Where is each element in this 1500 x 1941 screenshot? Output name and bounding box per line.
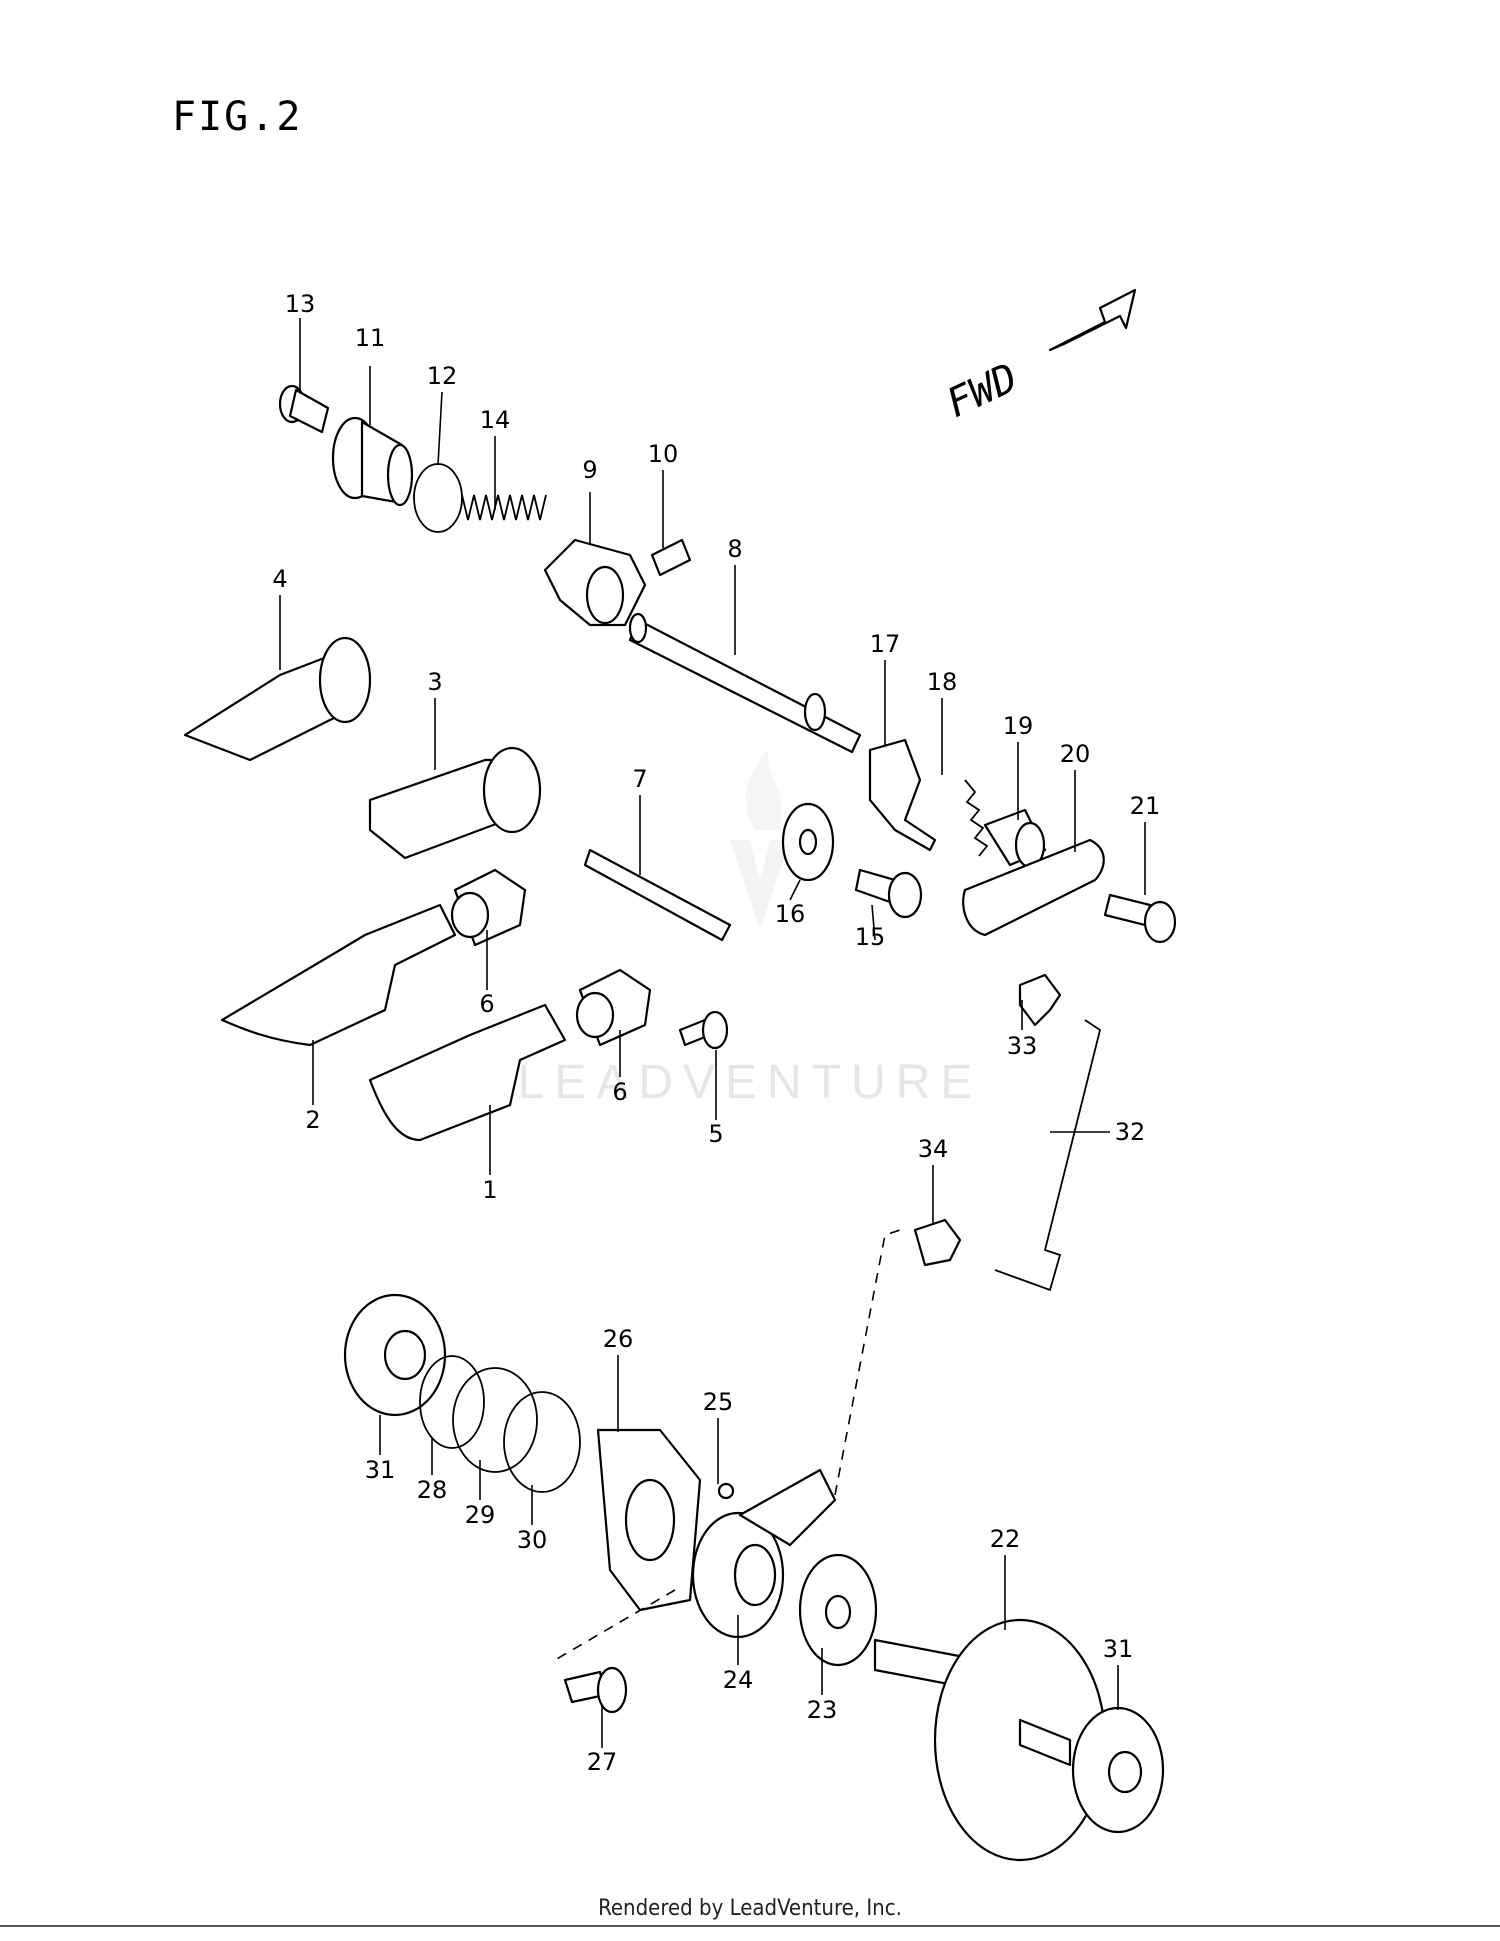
part-31-bearing-right [1071,1706,1165,1834]
part-33-clip [1018,973,1062,1027]
part-15-bolt [854,868,923,919]
callout-2: 2 [305,1106,320,1134]
guide-line-34 [834,1229,901,1496]
part-11-holder [331,416,414,507]
callout-13: 13 [285,290,316,318]
part-7-pin [583,848,732,942]
callout-34: 34 [918,1135,949,1163]
callout-3: 3 [427,668,442,696]
part-10-screw [650,538,692,577]
callout-8: 8 [727,535,742,563]
part-23-washer [798,1553,878,1667]
callout-17: 17 [870,630,901,658]
callout-6-upper: 6 [479,990,494,1018]
callout-23: 23 [807,1696,838,1724]
part-13-bolt [278,384,330,434]
part-21-bolt [1103,893,1177,944]
callout-32: 32 [1115,1118,1146,1146]
part-26-plate [596,1428,702,1612]
part-1-valve [368,1003,567,1142]
forward-arrow-icon [1048,288,1137,352]
part-18-spring [964,779,989,857]
part-17-lever [868,738,937,852]
part-30-gasket [503,1391,581,1493]
part-6-collar-upper [450,868,527,947]
callout-7: 7 [632,765,647,793]
callout-30: 30 [517,1526,548,1554]
callout-24: 24 [723,1666,754,1694]
callout-33: 33 [1007,1032,1038,1060]
callout-21: 21 [1130,792,1161,820]
part-29-o-ring [452,1367,538,1473]
fwd-label: FWD [940,355,1025,427]
part-19-collar [983,808,1047,869]
callout-14: 14 [480,406,511,434]
part-34-clip [913,1218,962,1267]
forward-direction-indicator: FWD [940,288,1137,427]
callout-29: 29 [465,1501,496,1529]
part-9-holder [543,538,647,627]
figure-title: FIG.2 [172,94,302,140]
watermark-text: LEADVENTURE [518,1056,983,1109]
callout-9: 9 [582,456,597,484]
part-12-o-ring [413,463,463,533]
part-25-ball [717,1482,735,1500]
callout-18: 18 [927,668,958,696]
callout-11: 11 [355,324,386,352]
part-31-bearing-left [343,1293,447,1417]
part-2-valve [220,903,457,1047]
callout-25: 25 [703,1388,734,1416]
callout-16: 16 [775,900,806,928]
callout-22: 22 [990,1525,1021,1553]
part-6-collar-lower [575,968,652,1047]
part-20-arm [962,838,1105,937]
callout-26: 26 [603,1325,634,1353]
callout-12: 12 [427,362,458,390]
callout-19: 19 [1003,712,1034,740]
part-22-gear [873,1618,1107,1862]
leader-lines [279,318,1146,1748]
footer-credit: Rendered by LeadVenture, Inc. [598,1896,902,1921]
part-27-screw [563,1666,628,1714]
callout-31-right: 31 [1103,1635,1134,1663]
part-3-valve [368,746,542,860]
callout-31-left: 31 [365,1456,396,1484]
part-16-washer [781,802,835,882]
callout-5: 5 [708,1120,723,1148]
callout-6-lower: 6 [612,1078,627,1106]
watermark-logo [730,750,790,930]
part-14-spring [461,494,547,521]
callout-15: 15 [855,923,886,951]
footer-divider [0,1925,1500,1927]
callout-10: 10 [648,440,679,468]
callout-28: 28 [417,1476,448,1504]
part-5-screw [678,1010,729,1050]
callout-20: 20 [1060,740,1091,768]
part-24-cam [691,1468,837,1639]
callout-27: 27 [587,1748,618,1776]
guide-line-27 [554,1589,676,1661]
part-8-shaft [628,612,862,754]
callout-4: 4 [272,565,287,593]
part-28-circlip [419,1355,485,1449]
part-32-rod [994,1019,1102,1292]
part-4-valve [183,636,372,762]
callout-1: 1 [482,1176,497,1204]
